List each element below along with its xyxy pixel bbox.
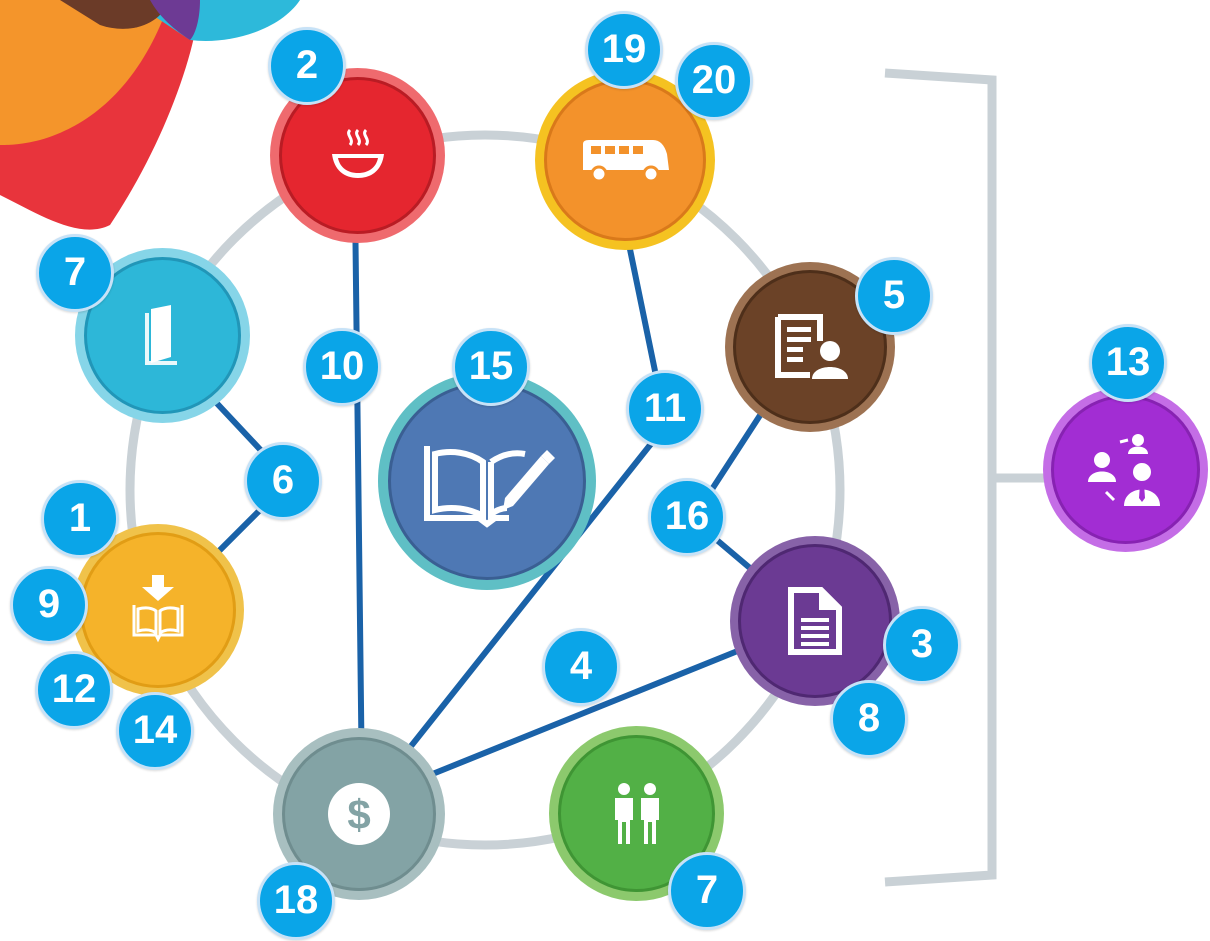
badge-12: 12	[35, 651, 113, 729]
decorative-blob	[0, 0, 300, 230]
connector-documents-finance	[427, 645, 748, 778]
bracket	[884, 68, 1045, 887]
badge-3: 3	[883, 606, 961, 684]
badge-1: 1	[41, 480, 119, 558]
connector-profile-finance	[397, 427, 665, 763]
id-card-icon	[775, 314, 848, 379]
open-book-pen-icon	[424, 446, 555, 528]
badge-14: 14	[116, 692, 194, 770]
badge-10: 10	[303, 328, 381, 406]
badge-5: 5	[855, 257, 933, 335]
network-ring	[125, 130, 845, 850]
books-node[interactable]	[72, 524, 244, 696]
badge-9: 9	[10, 566, 88, 644]
reading-node[interactable]	[378, 372, 596, 590]
mentoring-node[interactable]	[1043, 387, 1208, 552]
badge-11: 11	[626, 370, 704, 448]
documents-node[interactable]	[730, 536, 900, 706]
mentoring-people-icon	[1087, 433, 1160, 506]
badge-18: 18	[257, 862, 335, 940]
book-icon	[144, 304, 177, 365]
bus-icon	[583, 140, 669, 183]
connector-food-finance	[352, 197, 365, 793]
book-download-icon	[132, 575, 184, 643]
badge-8: 8	[830, 680, 908, 758]
badge-6: 6	[244, 442, 322, 520]
document-icon	[788, 587, 842, 655]
badge-20: 20	[675, 42, 753, 120]
dollar-coin-icon: $	[328, 783, 390, 845]
badge-13: 13	[1089, 324, 1167, 402]
badge-4: 4	[542, 628, 620, 706]
badge-7-people: 7	[668, 852, 746, 930]
badge-16: 16	[648, 478, 726, 556]
svg-text:$: $	[347, 791, 370, 838]
badge-2: 2	[268, 27, 346, 105]
badge-15: 15	[452, 328, 530, 406]
badge-19: 19	[585, 11, 663, 89]
connector-profile-documents	[702, 397, 773, 503]
steaming-bowl-icon	[331, 128, 384, 178]
two-people-icon	[614, 782, 659, 844]
badge-7-library: 7	[36, 234, 114, 312]
